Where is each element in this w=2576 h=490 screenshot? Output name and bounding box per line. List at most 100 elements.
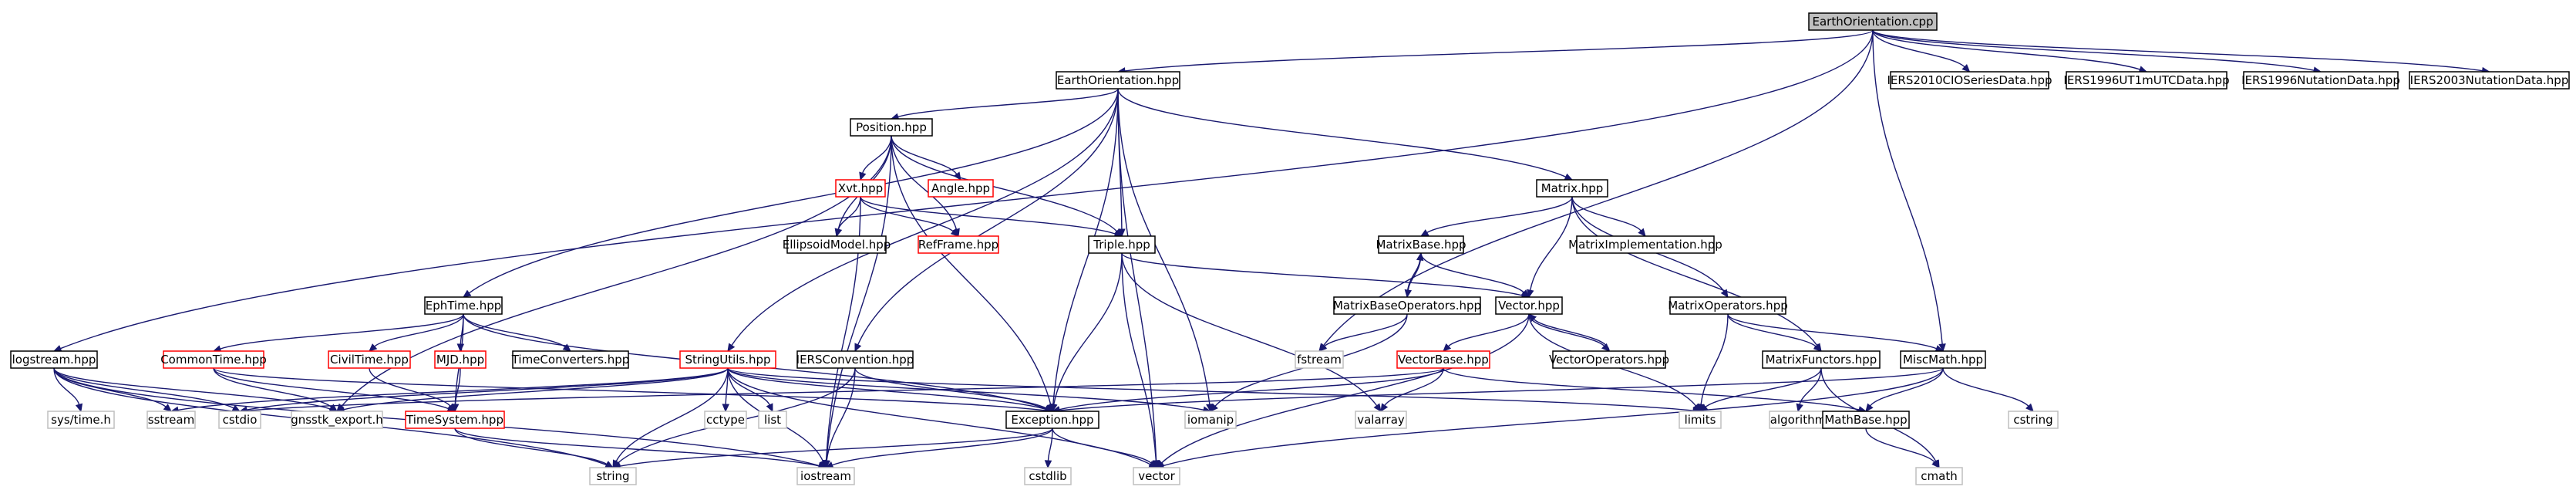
- edge-commontime-to-timesystem: [213, 367, 456, 412]
- edge-matrixbaseops-to-matrixbase: [1406, 252, 1424, 298]
- graph-node-systime: sys/time.h: [47, 411, 115, 429]
- edge-vectorops-to-vector: [1528, 313, 1610, 352]
- edge-stringutils-to-iomanip: [727, 367, 1212, 414]
- graph-node-matrixbaseops[interactable]: MatrixBaseOperators.hpp: [1333, 296, 1481, 315]
- graph-node-angle[interactable]: Angle.hpp: [928, 179, 994, 198]
- graph-node-ellipsoid[interactable]: EllipsoidModel.hpp: [783, 235, 891, 254]
- edge-line: [897, 88, 1119, 118]
- graph-node-timeconv[interactable]: TimeConverters.hpp: [511, 350, 630, 369]
- graph-node-refframe[interactable]: RefFrame.hpp: [918, 235, 999, 254]
- node-box: [796, 350, 914, 369]
- node-label: MatrixBase.hpp: [1376, 238, 1466, 252]
- graph-node-valarray: valarray: [1355, 411, 1407, 429]
- graph-node-matrixops[interactable]: MatrixOperators.hpp: [1668, 296, 1788, 315]
- arrowhead-icon: [562, 343, 571, 352]
- edge-matrix-to-matrixbase: [1419, 196, 1573, 237]
- node-box: [1576, 235, 1715, 254]
- node-box: [424, 296, 503, 315]
- graph-node-matrix[interactable]: Matrix.hpp: [1536, 179, 1608, 198]
- graph-node-iers1996nut[interactable]: IERS1996NutationData.hpp: [2241, 71, 2400, 90]
- node-label: VectorBase.hpp: [1398, 353, 1489, 367]
- arrowhead-icon: [1865, 403, 1874, 412]
- edge-position-to-gnsstk: [336, 135, 892, 412]
- node-box: [1552, 350, 1666, 369]
- edge-xvt-to-refframe: [860, 196, 959, 237]
- arrowhead-icon: [369, 343, 378, 352]
- edge-line: [1420, 252, 1524, 293]
- edge-line: [1117, 88, 1211, 405]
- node-box: [1378, 235, 1464, 254]
- graph-node-gnsstk: gnsstk_export.h: [291, 411, 383, 429]
- edge-line: [1865, 427, 1935, 463]
- graph-node-timesystem[interactable]: TimeSystem.hpp: [405, 411, 505, 429]
- node-label: iomanip: [1187, 413, 1234, 427]
- graph-node-iers1996ut1[interactable]: IERS1996UT1mUTCData.hpp: [2063, 71, 2230, 90]
- node-box: [1900, 350, 1986, 369]
- graph-node-logstream[interactable]: logstream.hpp: [10, 350, 98, 369]
- graph-node-vectorops[interactable]: VectorOperators.hpp: [1549, 350, 1669, 369]
- graph-node-matrixfunc[interactable]: MatrixFunctors.hpp: [1762, 350, 1881, 369]
- graph-node-commontime[interactable]: CommonTime.hpp: [160, 350, 267, 369]
- graph-node-triple[interactable]: Triple.hpp: [1088, 235, 1156, 254]
- node-label: TimeConverters.hpp: [511, 353, 630, 367]
- arrowhead-icon: [1416, 252, 1424, 262]
- arrowhead-icon: [1148, 460, 1157, 468]
- arrowhead-icon: [1050, 403, 1058, 413]
- graph-node-iers2010[interactable]: IERS2010CIOSeriesData.hpp: [1887, 71, 2052, 90]
- graph-node-matriximpl[interactable]: MatrixImplementation.hpp: [1568, 235, 1722, 254]
- graph-node-matrixbase[interactable]: MatrixBase.hpp: [1376, 235, 1466, 254]
- graph-node-civiltime[interactable]: CivilTime.hpp: [328, 350, 411, 369]
- edge-root-to-miscmath: [1872, 29, 1946, 353]
- edge-line: [60, 29, 1874, 350]
- edge-line: [53, 367, 607, 466]
- edge-vector-to-vectorops: [1528, 313, 1610, 352]
- graph-node-vectorbase[interactable]: VectorBase.hpp: [1396, 350, 1490, 369]
- edge-root-to-iers1996ut1: [1872, 29, 2148, 73]
- edge-line: [862, 135, 892, 174]
- node-label: sys/time.h: [51, 413, 111, 427]
- graph-node-xvt[interactable]: Xvt.hpp: [835, 179, 886, 198]
- arrowhead-icon: [766, 403, 773, 413]
- graph-node-position[interactable]: Position.hpp: [850, 118, 933, 137]
- arrowhead-icon: [456, 343, 465, 353]
- node-box: [163, 350, 264, 369]
- edge-line: [1571, 196, 1642, 231]
- graph-node-iers2003nut[interactable]: IERS2003NutationData.hpp: [2409, 71, 2570, 90]
- node-label: MathBase.hpp: [1824, 413, 1907, 427]
- edge-line: [826, 135, 892, 461]
- edge-line: [891, 135, 958, 230]
- node-label: IERS1996UT1mUTCData.hpp: [2063, 73, 2229, 87]
- arrowhead-icon: [950, 228, 959, 237]
- edge-triple-to-exception: [1050, 252, 1123, 413]
- graph-node-root: EarthOrientation.cpp: [1808, 12, 1938, 31]
- node-label: valarray: [1357, 413, 1405, 427]
- graph-node-stringutils[interactable]: StringUtils.hpp: [679, 350, 776, 369]
- edge-matrix-to-vector: [1527, 196, 1573, 299]
- node-box: [1808, 12, 1938, 31]
- graph-node-mjd[interactable]: MJD.hpp: [434, 350, 487, 369]
- edge-line: [246, 367, 1444, 411]
- graph-node-vector[interactable]: Vector.hpp: [1495, 296, 1563, 315]
- edge-line: [246, 367, 729, 411]
- arrowhead-icon: [451, 404, 460, 413]
- arrowhead-icon: [1564, 173, 1574, 181]
- edge-line: [213, 367, 332, 407]
- node-box: [1915, 467, 1963, 485]
- node-label: limits: [1685, 413, 1716, 427]
- edge-line: [53, 367, 331, 410]
- edge-line: [1700, 313, 1729, 405]
- edge-line: [891, 135, 1118, 232]
- arrowhead-icon: [1527, 289, 1534, 299]
- edge-line: [1872, 29, 1965, 68]
- edge-line: [454, 427, 608, 465]
- graph-node-exception[interactable]: Exception.hpp: [1005, 411, 1099, 429]
- node-label: VectorOperators.hpp: [1549, 353, 1669, 367]
- graph-node-mathbase[interactable]: MathBase.hpp: [1822, 411, 1910, 429]
- graph-node-iersconv[interactable]: IERSConvention.hpp: [796, 350, 914, 369]
- graph-node-ephtime[interactable]: EphTime.hpp: [424, 296, 503, 315]
- graph-node-cmath: cmath: [1915, 467, 1963, 485]
- graph-node-eohpp[interactable]: EarthOrientation.hpp: [1056, 71, 1180, 90]
- edge-line: [854, 367, 1047, 409]
- graph-node-miscmath[interactable]: MiscMath.hpp: [1900, 350, 1986, 369]
- node-label: cstring: [2013, 413, 2052, 427]
